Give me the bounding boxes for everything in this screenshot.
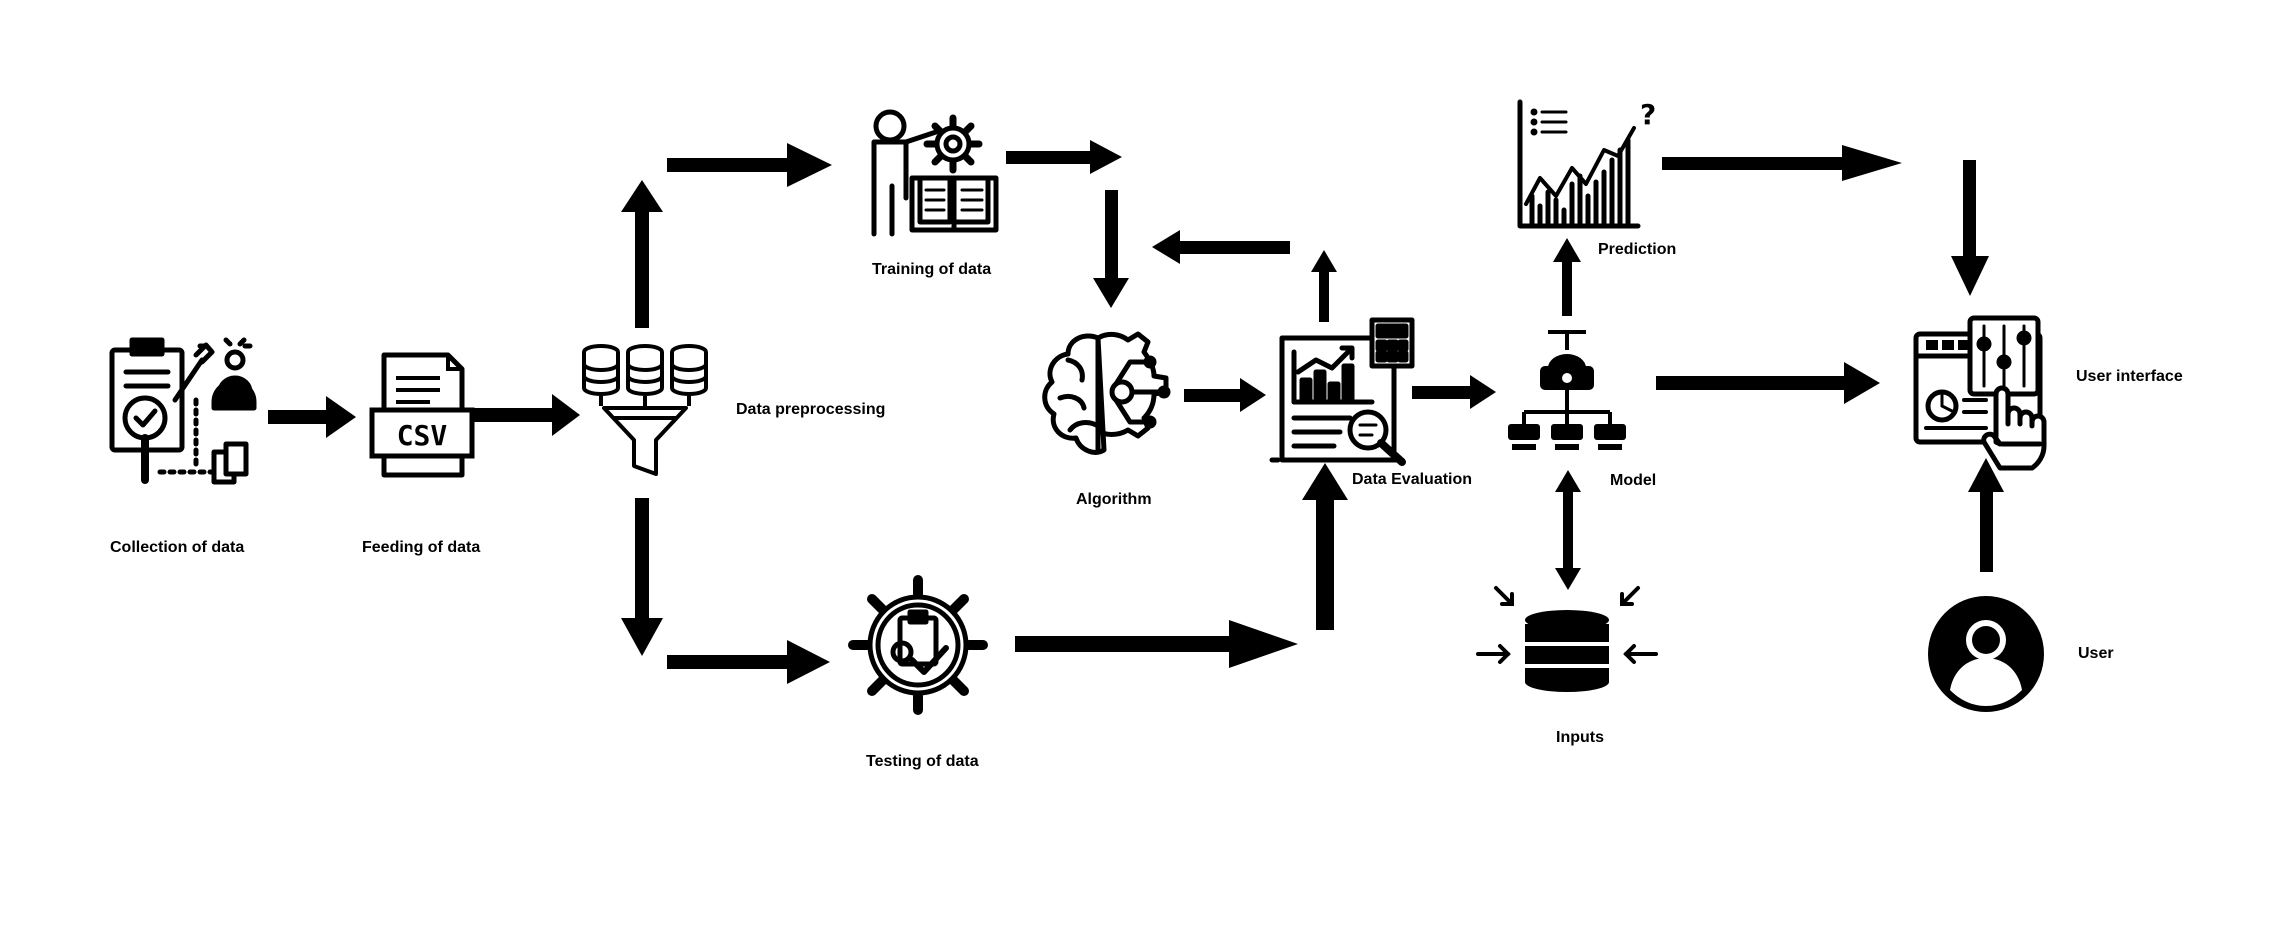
arrow-down-to-ui [1951, 160, 1989, 296]
arrow-down-to-algorithm [1093, 190, 1129, 308]
label-feeding-of-data: Feeding of data [362, 539, 480, 556]
database-cylinder [582, 344, 620, 396]
arrow-algorithm-to-evaluation [1184, 378, 1266, 412]
arrow-model-inputs-bidirectional [1555, 470, 1581, 590]
question-mark-icon: ? [1640, 98, 1656, 131]
user-avatar-icon [1928, 596, 2044, 712]
arrows [268, 140, 2004, 684]
teacher-gear-book-icon [871, 109, 999, 237]
csv-file-icon: CSV [369, 352, 475, 478]
label-data-evaluation: Data Evaluation [1352, 471, 1472, 488]
dashboard-hand-icon [1913, 315, 2047, 471]
arrow-to-testing [667, 640, 830, 684]
arrow-collection-to-feeding [268, 396, 356, 438]
label-model: Model [1610, 472, 1656, 489]
label-algorithm: Algorithm [1076, 491, 1152, 508]
database-cylinder [626, 344, 664, 396]
label-data-preprocessing: Data preprocessing [736, 401, 885, 418]
brain-circuit-icon [1042, 331, 1171, 455]
label-testing-of-data: Testing of data [866, 753, 979, 770]
arrow-preprocessing-up [621, 180, 663, 328]
arrow-feeding-to-preprocessing [474, 394, 580, 436]
arrow-training-right [1006, 140, 1122, 174]
gear-clipboard-check-icon [848, 575, 988, 715]
arrow-testing-right [1015, 620, 1298, 668]
arrow-evaluation-back-left [1152, 230, 1290, 264]
label-collection-of-data: Collection of data [110, 539, 244, 556]
label-training-of-data: Training of data [872, 261, 991, 278]
label-prediction: Prediction [1598, 241, 1676, 258]
arrow-evaluation-to-model [1412, 375, 1496, 409]
database-cylinder [670, 344, 708, 396]
arrow-evaluation-up [1311, 250, 1337, 322]
arrow-user-to-ui [1968, 458, 2004, 572]
arrow-model-to-ui [1656, 362, 1880, 404]
arrow-prediction-right [1662, 145, 1902, 181]
database-arrows-icon [1476, 586, 1658, 692]
label-inputs: Inputs [1556, 729, 1604, 746]
labels: Collection of data Feeding of data Data … [110, 241, 2183, 770]
line-chart-question-icon: ? [1517, 98, 1656, 229]
report-chart-calculator-icon [1269, 317, 1415, 466]
csv-text: CSV [397, 419, 448, 452]
arrow-up-to-evaluation [1302, 463, 1348, 630]
database-funnel-icon [582, 344, 708, 476]
arrow-to-training [667, 143, 832, 187]
label-user: User [2078, 645, 2114, 662]
clipboard-magnifier-person-icon [109, 337, 257, 485]
arrow-model-to-prediction [1553, 238, 1581, 316]
arrow-preprocessing-down [621, 498, 663, 656]
label-user-interface: User interface [2076, 368, 2183, 385]
network-hierarchy-icon [1508, 330, 1626, 450]
